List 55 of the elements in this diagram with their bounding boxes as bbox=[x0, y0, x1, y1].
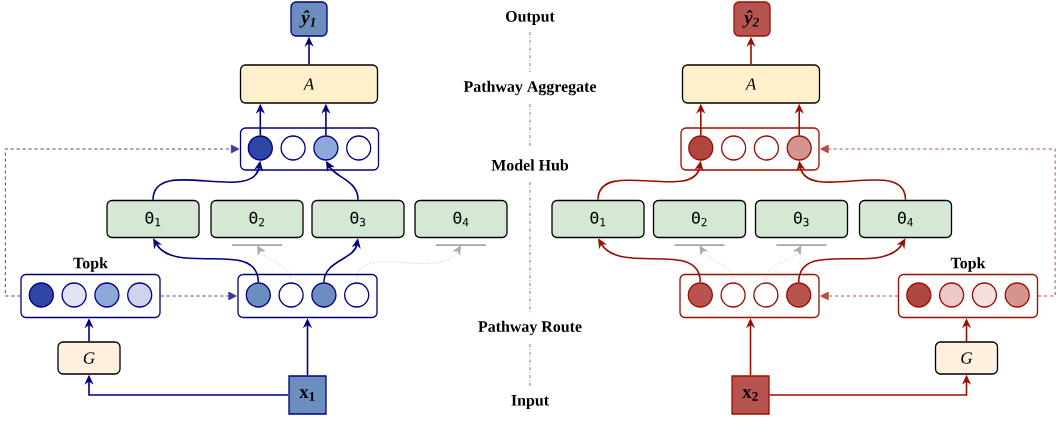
blocked-arrow bbox=[699, 245, 734, 283]
weight-circle bbox=[245, 282, 271, 308]
expert-box: Θ$_{2}$ bbox=[652, 199, 747, 239]
dashed-arrow bbox=[820, 144, 1056, 297]
expert-box: Θ$_{3}$ bbox=[311, 199, 405, 239]
expert-box: Θ$_{4}$ bbox=[414, 199, 508, 239]
weight-circle bbox=[61, 282, 87, 308]
weight-circle bbox=[278, 282, 304, 308]
stage-label: Model Hub bbox=[491, 159, 569, 171]
weight-circle bbox=[313, 135, 339, 161]
aggregate-box: A bbox=[239, 64, 379, 104]
blocked-arrow bbox=[257, 245, 292, 283]
gate-box: G bbox=[934, 341, 999, 375]
weight-circle bbox=[938, 282, 965, 308]
weight-circle bbox=[753, 282, 779, 308]
input-box: x$_{2}$ bbox=[731, 375, 770, 415]
dashed-arrow bbox=[4, 144, 240, 297]
expert-box: Θ$_{3}$ bbox=[754, 199, 849, 239]
weight-circle bbox=[247, 135, 273, 161]
weight-circle bbox=[1004, 282, 1030, 308]
aggregate-box: A bbox=[681, 64, 821, 104]
weight-circle bbox=[344, 282, 370, 308]
weight-circle bbox=[28, 282, 54, 308]
weight-circle bbox=[280, 135, 306, 161]
weight-circle bbox=[971, 282, 998, 308]
weight-circle bbox=[94, 282, 120, 308]
weight-circle bbox=[906, 282, 932, 308]
weight-circle bbox=[753, 135, 780, 161]
stage-label: Output bbox=[506, 11, 555, 25]
weight-circle bbox=[786, 282, 812, 308]
expert-box: Θ$_{2}$ bbox=[210, 199, 304, 239]
expert-box: Θ$_{1}$ bbox=[106, 199, 200, 239]
weight-circle bbox=[688, 135, 714, 161]
expert-box: Θ$_{1}$ bbox=[551, 199, 645, 239]
weight-circle bbox=[311, 282, 337, 308]
output-box: ŷ$_{1}$ bbox=[290, 1, 328, 37]
weight-circle bbox=[720, 282, 746, 308]
stage-label: Pathway Route bbox=[478, 320, 582, 336]
expert-box: Θ$_{4}$ bbox=[858, 199, 953, 239]
output-box: ŷ$_{2}$ bbox=[733, 1, 771, 37]
dashed-arrow bbox=[160, 291, 237, 301]
input-box: x$_{1}$ bbox=[288, 375, 327, 415]
blocked-arrow bbox=[356, 245, 461, 283]
node-label: Topk bbox=[950, 257, 986, 272]
gate-box: G bbox=[57, 341, 121, 375]
weight-circle bbox=[786, 135, 812, 161]
weight-circle bbox=[346, 135, 372, 161]
weight-circle bbox=[720, 135, 747, 161]
stage-label: Pathway Aggregate bbox=[463, 80, 597, 96]
blocked-arrow bbox=[765, 245, 802, 283]
weight-circle bbox=[127, 282, 153, 308]
node-label: Topk bbox=[73, 257, 108, 272]
weight-circle bbox=[687, 282, 713, 308]
stage-label: Input bbox=[511, 395, 549, 409]
dashed-arrow bbox=[820, 291, 899, 301]
